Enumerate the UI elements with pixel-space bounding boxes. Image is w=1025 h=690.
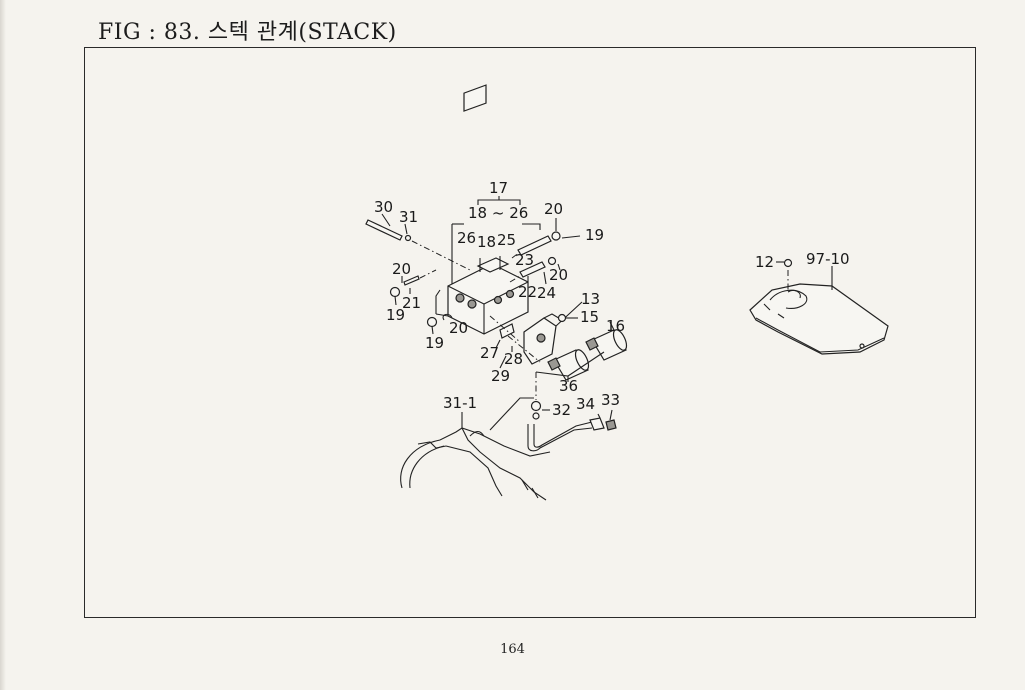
callout-28: 28: [504, 350, 523, 368]
callout-15: 15: [580, 308, 599, 326]
callout-labels: 17 18 ~ 26 30 31 26 18 25 20 19 23 20 22…: [374, 179, 850, 419]
callout-19-low: 19: [425, 334, 444, 352]
callout-20-top: 20: [544, 200, 563, 218]
callout-97-10: 97-10: [806, 250, 850, 268]
callout-17: 17: [489, 179, 508, 197]
callout-21: 21: [402, 294, 421, 312]
housing-part-31-1: [400, 412, 551, 501]
callout-32: 32: [552, 401, 571, 419]
callout-19-left: 19: [386, 306, 405, 324]
callout-34: 34: [576, 395, 595, 413]
callout-22: 22: [518, 283, 537, 301]
callout-26: 26: [457, 229, 476, 247]
figure-title: FIG : 83. 스텍 관계(STACK): [98, 20, 397, 45]
callout-36: 36: [559, 377, 578, 395]
callout-19-top: 19: [585, 226, 604, 244]
callout-31: 31: [399, 208, 418, 226]
pipe-assembly-32-34: [489, 372, 617, 452]
callout-20-left: 20: [392, 260, 411, 278]
callout-20-mid: 20: [549, 266, 568, 284]
callout-29: 29: [491, 367, 510, 385]
callout-18-26: 18 ~ 26: [468, 204, 528, 222]
callout-27: 27: [480, 344, 499, 362]
pin-parts-20-25: [509, 218, 581, 285]
callout-23: 23: [515, 251, 534, 269]
callout-25: 25: [497, 231, 516, 249]
stack-body-part-17: [435, 84, 529, 335]
diagram-frame: [84, 47, 976, 618]
callout-20-low: 20: [449, 319, 468, 337]
bracket-part-13: [489, 301, 583, 369]
rod-part-30: [365, 213, 471, 271]
binding-edge: [0, 0, 6, 690]
callout-33: 33: [601, 391, 620, 409]
callout-12: 12: [755, 253, 774, 271]
cover-plate-part-97-10: [749, 258, 889, 355]
cylinder-parts-16-36: [535, 321, 628, 382]
callout-13: 13: [581, 290, 600, 308]
callout-16: 16: [606, 317, 625, 335]
page-number: 164: [500, 642, 525, 657]
callout-18: 18: [477, 233, 496, 251]
clip-parts-19-21: [389, 269, 453, 335]
callout-31-1: 31-1: [443, 394, 477, 412]
callout-24: 24: [537, 284, 556, 302]
callout-30: 30: [374, 198, 393, 216]
